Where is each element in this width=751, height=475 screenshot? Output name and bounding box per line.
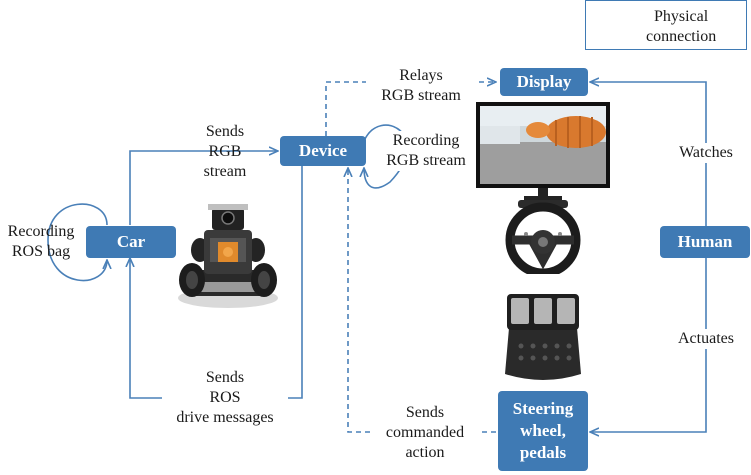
node-car-label: Car xyxy=(116,232,146,251)
node-human: Human xyxy=(660,226,750,258)
label-sends-action-line1: Sends xyxy=(405,404,445,421)
label-sends-rgb: Sends RGB stream xyxy=(186,122,264,182)
label-sends-ros-line1: Sends xyxy=(205,369,245,386)
node-display-label: Display xyxy=(516,72,572,91)
legend-label-line1: Physical xyxy=(653,8,709,25)
label-actuates-text: Actuates xyxy=(678,330,734,347)
label-sends-action: Sends commanded action xyxy=(370,403,480,463)
rc-car-photo xyxy=(178,204,278,308)
label-relays-rgb-line2: RGB stream xyxy=(381,87,461,104)
legend-label: Physical connection xyxy=(646,7,716,47)
label-sends-action-line2: commanded xyxy=(385,424,465,441)
label-actuates: Actuates xyxy=(666,329,746,349)
label-car-recording-line1: Recording xyxy=(7,223,75,240)
node-human-label: Human xyxy=(677,232,733,251)
label-sends-rgb-line1: Sends xyxy=(205,123,245,140)
label-sends-ros: Sends ROS drive messages xyxy=(162,368,288,428)
label-device-recording: Recording RGB stream xyxy=(377,131,475,171)
node-steering-line2: wheel, xyxy=(520,421,566,440)
node-device: Device xyxy=(280,136,366,166)
label-device-recording-line1: Recording xyxy=(392,132,460,149)
label-relays-rgb-line1: Relays xyxy=(399,67,443,84)
node-device-label: Device xyxy=(298,141,348,160)
human-to-steering-edge xyxy=(590,258,707,432)
label-watches-text: Watches xyxy=(679,144,733,161)
label-sends-rgb-line2: RGB xyxy=(208,143,242,160)
pedals-photo xyxy=(505,294,581,380)
label-sends-ros-line2: ROS xyxy=(209,389,241,406)
steering-to-device-edge xyxy=(348,168,496,433)
label-device-recording-line2: RGB stream xyxy=(386,152,466,169)
node-steering-line1: Steering xyxy=(512,399,574,418)
label-watches: Watches xyxy=(668,143,744,163)
node-car: Car xyxy=(86,226,176,258)
label-sends-ros-line3: drive messages xyxy=(176,409,274,426)
label-sends-action-line3: action xyxy=(405,444,445,461)
legend-box: Physical connection xyxy=(585,0,747,50)
car-to-device-edge xyxy=(129,151,278,225)
steering-wheel-photo xyxy=(505,200,581,274)
label-car-recording-line2: ROS bag xyxy=(11,243,71,260)
label-relays-rgb: Relays RGB stream xyxy=(366,66,476,106)
human-to-display-edge xyxy=(590,82,707,226)
node-display: Display xyxy=(500,68,588,96)
device-to-display-edge xyxy=(325,82,496,136)
label-car-recording: Recording ROS bag xyxy=(0,222,84,262)
node-steering-pedals: Steering wheel, pedals xyxy=(498,391,588,471)
legend-label-line2: connection xyxy=(646,28,717,45)
monitor-photo xyxy=(476,102,610,200)
node-steering-line3: pedals xyxy=(519,443,567,462)
car-recording-loop xyxy=(47,203,107,282)
label-sends-rgb-line3: stream xyxy=(203,163,247,180)
